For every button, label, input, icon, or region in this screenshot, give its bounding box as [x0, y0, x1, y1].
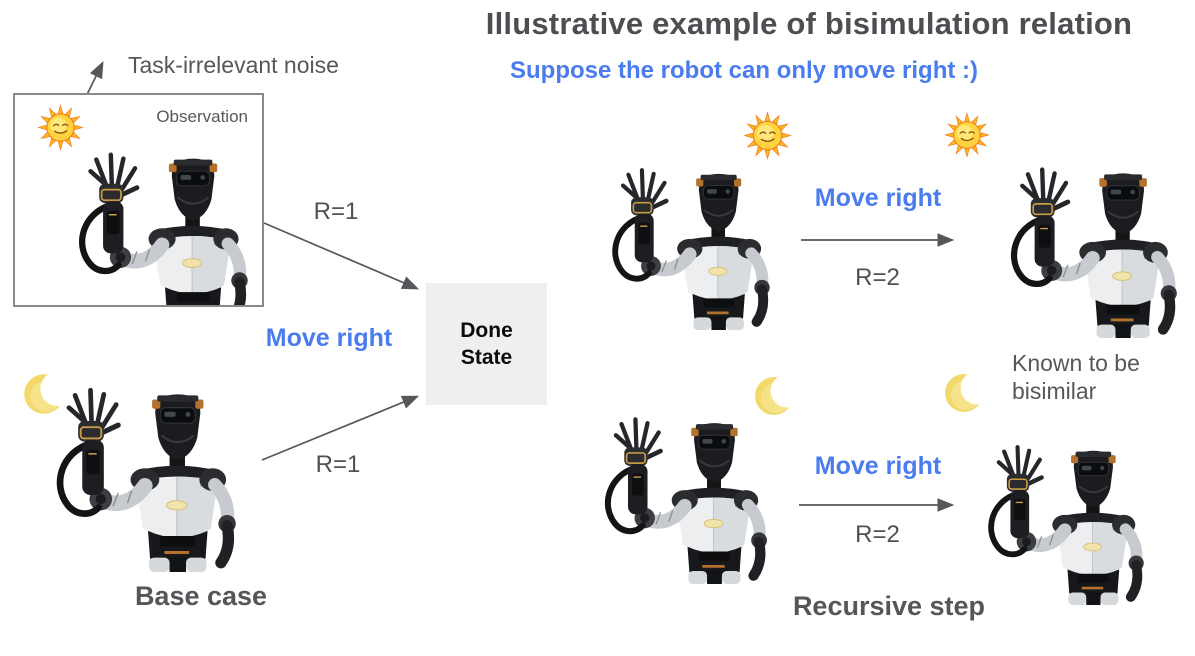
known-line1: Known to be [1012, 350, 1140, 376]
move-right-label-base: Move right [265, 324, 393, 352]
move-right-label-day: Move right [814, 184, 942, 212]
reward-label-r2-day: R=2 [855, 264, 900, 291]
observation-label: Observation [156, 107, 248, 126]
move-right-label-night: Move right [814, 452, 942, 480]
page-subtitle: Suppose the robot can only move right :) [510, 57, 979, 84]
reward-label-day: R=1 [313, 198, 359, 225]
recursive-step-caption: Recursive step [792, 591, 986, 621]
robot-image-day-right [1000, 162, 1191, 338]
page-title: Illustrative example of bisimulation rel… [485, 6, 1133, 41]
known-line2: bisimilar [1012, 378, 1097, 405]
done-state-box: Done State [426, 283, 547, 405]
known-bisimilar-label: Known to be bisimilar [1012, 349, 1192, 405]
sun-icon [743, 111, 792, 160]
robot-image-night-left [594, 412, 781, 584]
reward-label-night: R=1 [315, 451, 361, 478]
sun-icon [944, 112, 990, 158]
robot-image-day-left [602, 163, 783, 330]
sun-icon [37, 104, 84, 151]
observation-box: Observation [13, 93, 264, 307]
base-case-caption: Base case [134, 581, 268, 611]
reward-label-r2-night: R=2 [855, 521, 900, 548]
done-state-line1: Done [460, 318, 513, 342]
robot-image-night-right [978, 440, 1157, 605]
day-to-done-arrow [263, 222, 420, 290]
robot-image-day-observation [68, 147, 262, 307]
task-irrelevant-noise-label: Task-irrelevant noise [128, 52, 339, 78]
robot-image-night-state [45, 382, 251, 572]
done-state-line2: State [460, 346, 513, 369]
moon-icon [945, 369, 985, 417]
